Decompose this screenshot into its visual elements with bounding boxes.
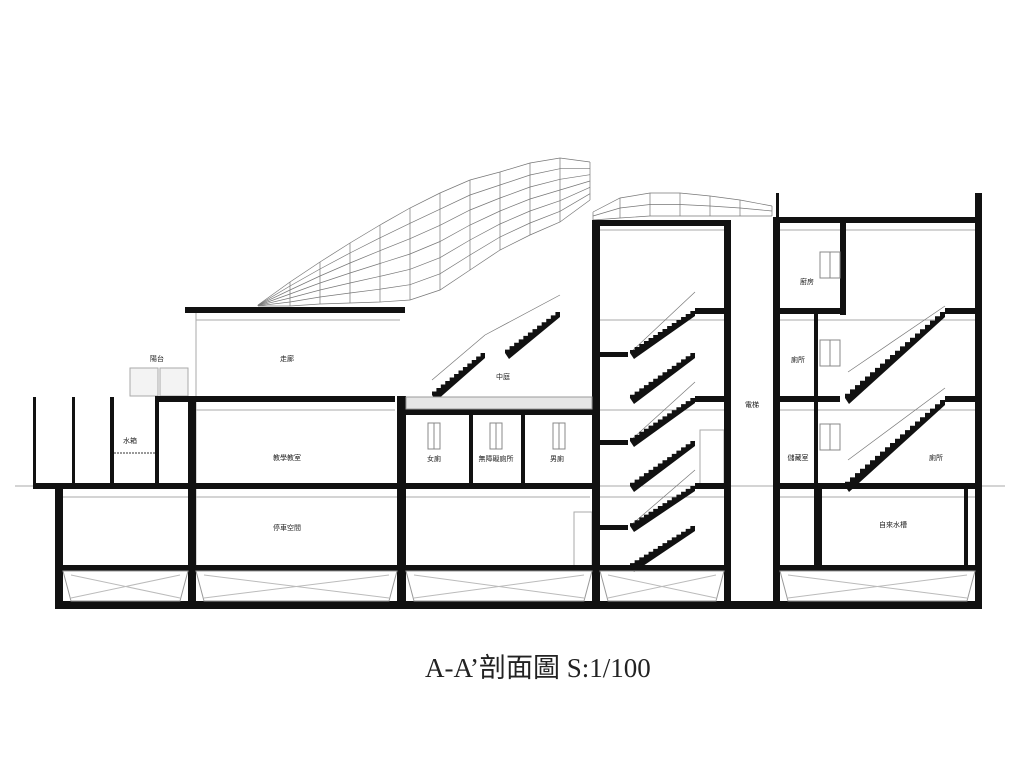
label-mens-restroom: 男廁 bbox=[550, 454, 564, 463]
roof-grid-line bbox=[257, 187, 591, 307]
beam-hatches bbox=[62, 396, 976, 602]
stair-flight bbox=[630, 353, 695, 404]
drawing-title: A-A’剖面圖 S:1/100 bbox=[425, 653, 651, 683]
handrail bbox=[847, 305, 946, 373]
windows bbox=[427, 251, 841, 451]
beam-hatch bbox=[413, 574, 585, 599]
roof-grid-line bbox=[257, 180, 591, 306]
handrail bbox=[484, 294, 561, 336]
handrail bbox=[847, 387, 946, 461]
stairs bbox=[432, 311, 945, 572]
stair-flight bbox=[505, 312, 560, 359]
label-kitchen: 廚房 bbox=[800, 277, 814, 286]
stair-flight bbox=[845, 312, 945, 404]
label-elevator: 電梯 bbox=[745, 400, 759, 409]
structure-walls bbox=[33, 193, 982, 609]
room-labels: 陽台 走廊 水箱 教學教室 停車空間 中庭 女廁 無障礙廁所 男廁 電梯 廚房 … bbox=[123, 277, 943, 532]
handrail bbox=[431, 334, 486, 381]
beam-void bbox=[599, 570, 725, 602]
handrail bbox=[629, 381, 696, 442]
beam-void bbox=[195, 570, 398, 602]
beam-hatch bbox=[787, 574, 968, 599]
beam-hatch bbox=[607, 574, 717, 599]
label-restroom-lower: 廁所 bbox=[929, 453, 943, 462]
roof-grid-line bbox=[257, 174, 591, 306]
stair-flight bbox=[630, 486, 695, 532]
roof-grid-line bbox=[258, 199, 591, 307]
beam-void bbox=[779, 570, 976, 602]
roof-grid-line bbox=[257, 193, 591, 307]
stair-flight bbox=[630, 441, 695, 492]
label-accessible-restroom: 無障礙廁所 bbox=[479, 454, 514, 463]
label-parking: 停車空間 bbox=[273, 523, 301, 532]
label-corridor: 走廊 bbox=[280, 354, 294, 363]
handrail bbox=[629, 469, 696, 527]
label-storage: 儲藏室 bbox=[788, 453, 809, 462]
roof-grid-line bbox=[257, 167, 591, 306]
label-womens-restroom: 女廁 bbox=[427, 454, 441, 463]
beam-hatch bbox=[70, 574, 181, 599]
stair-flight bbox=[845, 400, 945, 492]
handrail bbox=[629, 291, 696, 354]
label-tap-water-tank: 自來水槽 bbox=[879, 520, 907, 529]
label-courtyard: 中庭 bbox=[496, 372, 510, 381]
beam-hatch bbox=[203, 574, 390, 599]
beam-void bbox=[62, 570, 189, 602]
beam-void bbox=[405, 570, 593, 602]
label-classroom: 教學教室 bbox=[273, 453, 301, 462]
roof-grid-line bbox=[257, 157, 591, 306]
stair-flight bbox=[630, 398, 695, 447]
label-balcony: 陽台 bbox=[150, 354, 164, 363]
label-restroom-upper: 廁所 bbox=[791, 355, 805, 364]
courtyard-slab bbox=[405, 396, 593, 410]
stair-flight bbox=[432, 353, 485, 401]
label-water-tank: 水箱 bbox=[123, 436, 137, 445]
stair-flight bbox=[630, 311, 695, 359]
stair-flight bbox=[630, 526, 695, 572]
